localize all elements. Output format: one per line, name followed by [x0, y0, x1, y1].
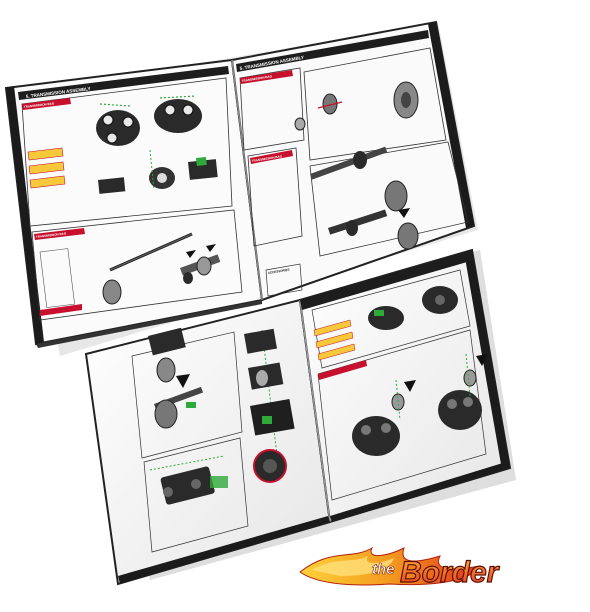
gearbox-assembled-case	[352, 353, 488, 456]
spur-gear-assembly	[294, 81, 419, 131]
the-border-logo: the Border	[299, 546, 501, 590]
transmission-case-left	[96, 103, 140, 146]
upper-manual-booklet: 5. TRANSMISSION ASSEMBLY 5. TRANSMISSION…	[4, 20, 478, 356]
lower-left-page	[84, 298, 332, 586]
gear-shaft-assembly	[180, 254, 221, 284]
transmission-top-parts	[368, 286, 458, 330]
bag-box-3-label: TRANSMISSION BAG	[242, 74, 273, 83]
diff-housing-step2	[149, 455, 228, 505]
bag-box-1-label: TRANSMISSION BAG	[24, 101, 55, 109]
accessories-label: ACCESSORIES	[268, 268, 290, 275]
diff-housing-step1	[148, 327, 204, 429]
bag-box-4-label: TRANSMISSION BAG	[252, 154, 283, 163]
logo-text-border: Border	[400, 556, 501, 589]
transmission-case-right	[154, 95, 202, 133]
lower-manual-booklet	[84, 248, 516, 586]
exploded-transmission-assembly	[244, 328, 295, 483]
logo-text-the: the	[372, 561, 395, 578]
bag-box-2-label: TRANSMISSION BAG	[36, 231, 67, 239]
